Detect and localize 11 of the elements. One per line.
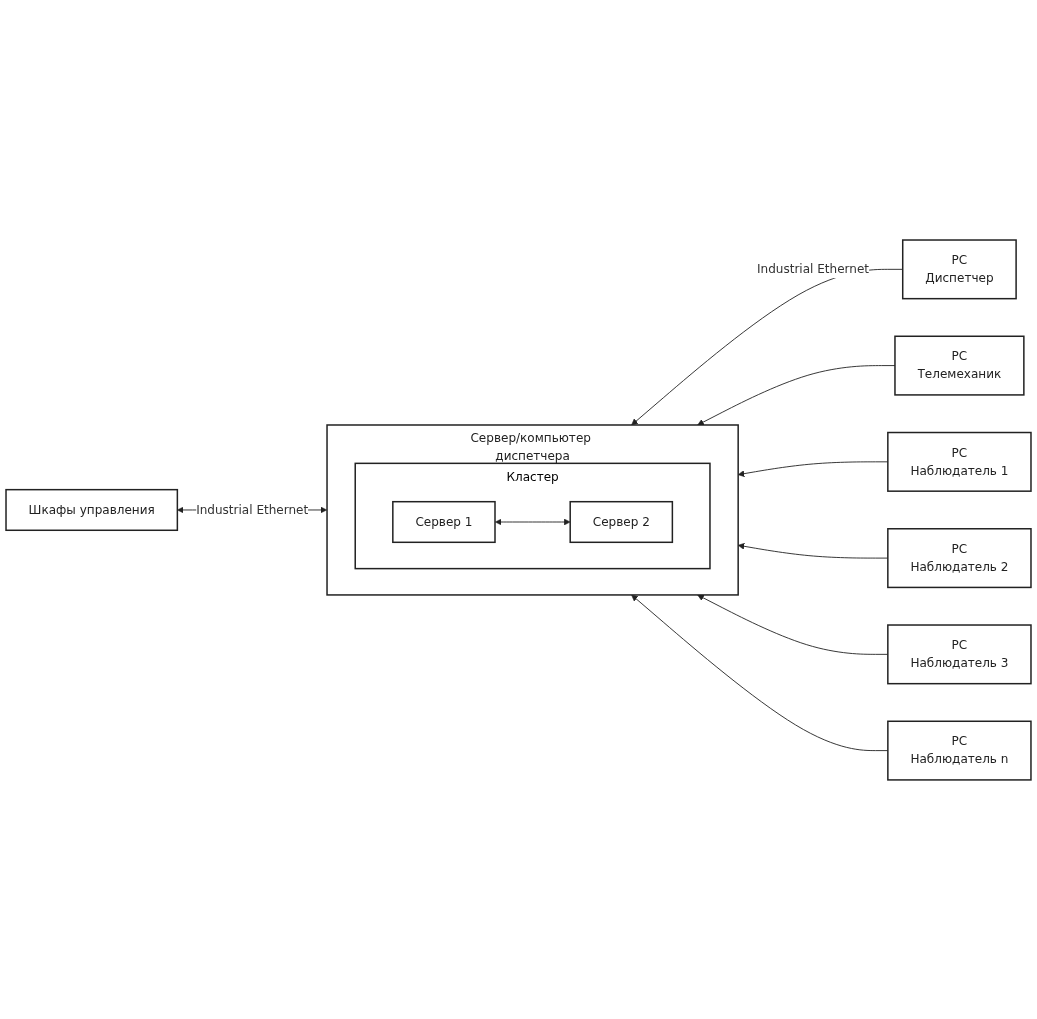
node-box: Сервер 1 [392,500,496,543]
node-box: PC Наблюдатель 1 [887,431,1032,492]
node-box: Шкафы управления [5,488,179,531]
node-box: PC Наблюдатель n [887,720,1032,781]
node-box: PC Наблюдатель 2 [887,527,1032,588]
node-box: Сервер 2 [569,500,674,543]
edge-label: Industrial Ethernet [756,261,870,276]
node-box: PC Наблюдатель 3 [887,623,1032,684]
node-box: PC Диспетчер [901,238,1017,299]
edge-label: Industrial Ethernet [196,501,309,517]
node-box: PC Телемеханик [894,335,1025,396]
